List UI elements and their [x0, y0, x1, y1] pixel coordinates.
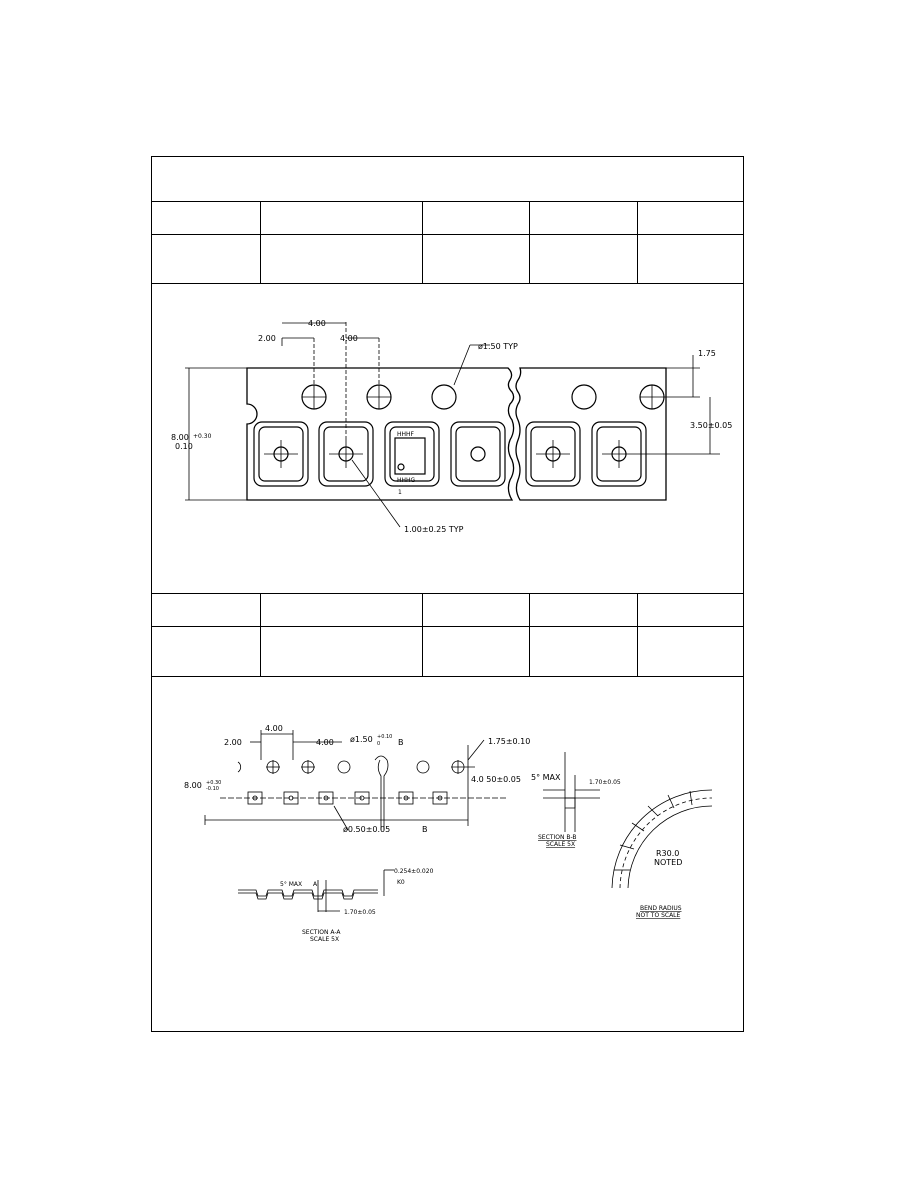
d2-label-b1: B [398, 738, 404, 747]
d2-section-b-title: SECTION B-B [538, 834, 577, 841]
page-frame [151, 156, 744, 1032]
d2-width-tol-dn: -0.10 [206, 786, 219, 792]
table-rule [152, 626, 743, 627]
dim-width-tol-dn: 0.10 [175, 442, 193, 451]
dim-offset-label: 2.00 [258, 334, 276, 343]
table-column-rule [422, 593, 423, 676]
table-rule [152, 201, 743, 202]
pocket [450, 421, 506, 487]
tape-outline-left [246, 367, 515, 501]
sprocket-hole [571, 384, 597, 410]
table-column-rule [260, 201, 261, 283]
pocket-inner [530, 426, 576, 482]
d2-width-label: 8.00 [184, 781, 202, 790]
d2-section-a-title: SECTION A-A [302, 929, 341, 936]
pocket [525, 421, 581, 487]
d2-pocket-hole-label: ø0.50±0.05 [343, 825, 390, 834]
dim-pocket-center-label: 3.50±0.05 [690, 421, 732, 430]
section-divider [152, 676, 743, 677]
d2-label-a: A [313, 881, 318, 888]
d2-bend-radius-note: NOTED [654, 858, 682, 867]
ic-marking-bottom: HHHG [397, 477, 416, 484]
pocket-inner [389, 426, 435, 482]
pocket [253, 421, 309, 487]
d2-hole-label: ø1.50 [350, 735, 373, 744]
dim-hole-label: ø1.50 TYP [478, 342, 518, 351]
section-divider [152, 283, 743, 284]
sprocket-hole [431, 384, 457, 410]
table-column-rule [422, 201, 423, 283]
section-divider [152, 593, 743, 594]
d2-depth-b: 1.70±0.05 [589, 779, 621, 786]
dim-pocket-pitch-label: 4.00 [340, 334, 358, 343]
ic-device [394, 437, 426, 475]
d2-thickness: 0.254±0.020 [394, 868, 434, 875]
pocket-inner [455, 426, 501, 482]
d2-width-tol-up: +0.30 [206, 780, 221, 786]
ic-marking-top: HHHF [397, 431, 415, 438]
table-column-rule [529, 593, 530, 676]
table-column-rule [637, 593, 638, 676]
d2-label-b2: B [422, 825, 428, 834]
pocket [384, 421, 440, 487]
d2-pitch-label: 4.00 [265, 724, 283, 733]
dim-width-label: 8.00 [171, 433, 189, 442]
d2-edge-label: 1.75±0.10 [488, 737, 530, 746]
d2-angle-b: 5° MAX [531, 773, 561, 782]
d2-pocket-center-label: 4.0 50±0.05 [471, 775, 521, 784]
dim-center-hole-label: 1.00±0.25 TYP [404, 525, 464, 534]
dim-width-tol-up: +0.30 [193, 433, 212, 440]
pin-one-mark: 1 [398, 489, 402, 496]
d2-offset-label: 2.00 [224, 738, 242, 747]
d2-k0: K0 [397, 879, 405, 886]
d2-hole-tol-up: +0.10 [377, 734, 392, 740]
dim-pitch-label: 4.00 [308, 319, 326, 328]
d2-bend-title-1: BEND RADIUS [640, 905, 682, 912]
table-column-rule [637, 201, 638, 283]
d2-angle-a: 5° MAX [280, 881, 302, 888]
d2-section-b-scale: SCALE 5X [546, 841, 575, 848]
table-column-rule [529, 201, 530, 283]
table-column-rule [260, 593, 261, 676]
d2-pocket-pitch-label: 4.00 [316, 738, 334, 747]
table-rule [152, 234, 743, 235]
d2-bend-radius-value: R30.0 [656, 849, 679, 858]
pocket-inner [258, 426, 304, 482]
d2-bend-title-2: NOT TO SCALE [636, 912, 681, 919]
tape-outline-right [515, 367, 667, 501]
dim-edge-label: 1.75 [698, 349, 716, 358]
d2-depth-a: 1.70±0.05 [344, 909, 376, 916]
d2-hole-tol-dn: 0 [377, 741, 380, 747]
d2-section-a-scale: SCALE 5X [310, 936, 339, 943]
